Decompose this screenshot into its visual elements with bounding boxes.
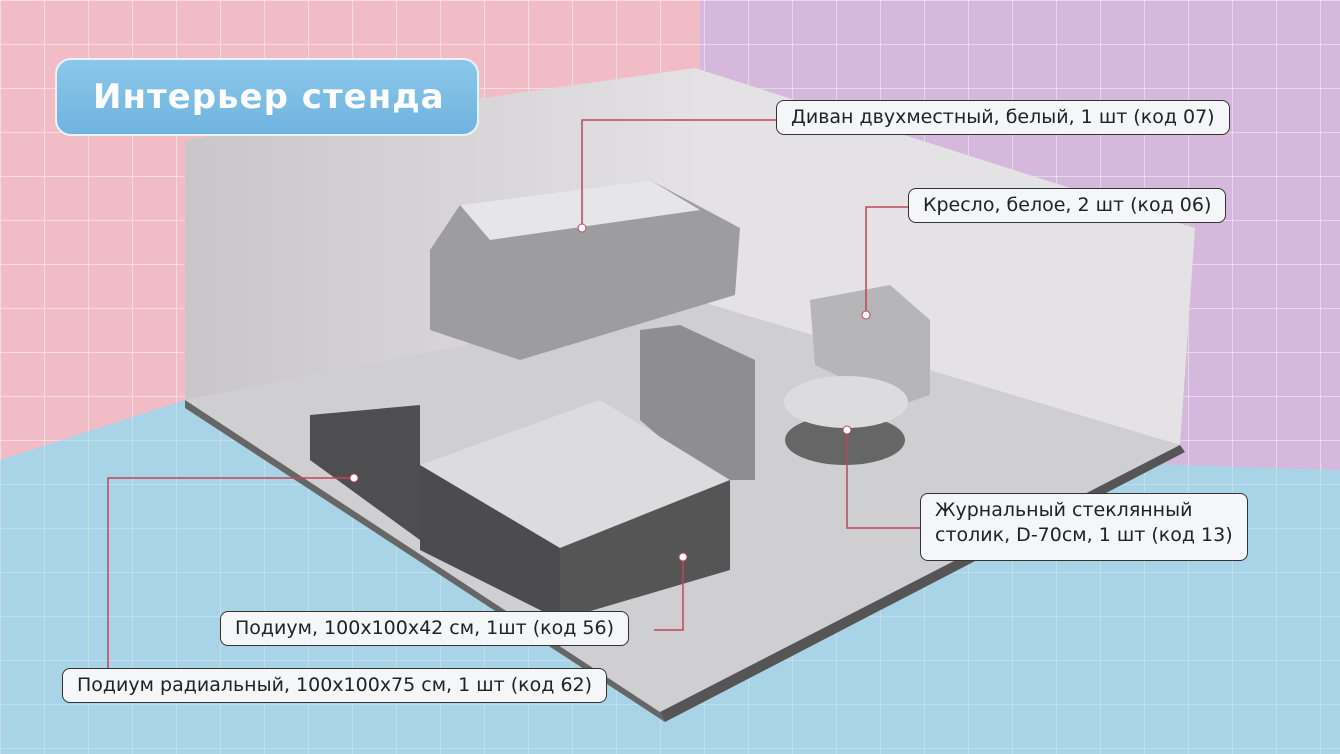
label-podium: Подиум, 100х100х42 см, 1шт (код 56) [220, 611, 630, 646]
label-coffee-table-line2: столик, D-70см, 1 шт (код 13) [935, 523, 1233, 546]
armchair-left [640, 325, 755, 480]
label-coffee-table-line1: Журнальный стеклянный [935, 499, 1193, 521]
label-armchair: Кресло, белое, 2 шт (код 06) [908, 188, 1227, 223]
coffee-table [784, 376, 908, 428]
label-sofa: Диван двухместный, белый, 1 шт (код 07) [776, 100, 1230, 135]
armchair-right [810, 285, 930, 405]
podium [420, 465, 560, 620]
podium-radial [310, 405, 420, 540]
label-coffee-table: Журнальный стеклянный столик, D-70см, 1 … [920, 493, 1248, 561]
page-title: Интерьер стенда [55, 58, 479, 136]
label-podium-radial: Подиум радиальный, 100х100х75 см, 1 шт (… [62, 668, 608, 703]
side-wall [695, 68, 1195, 445]
